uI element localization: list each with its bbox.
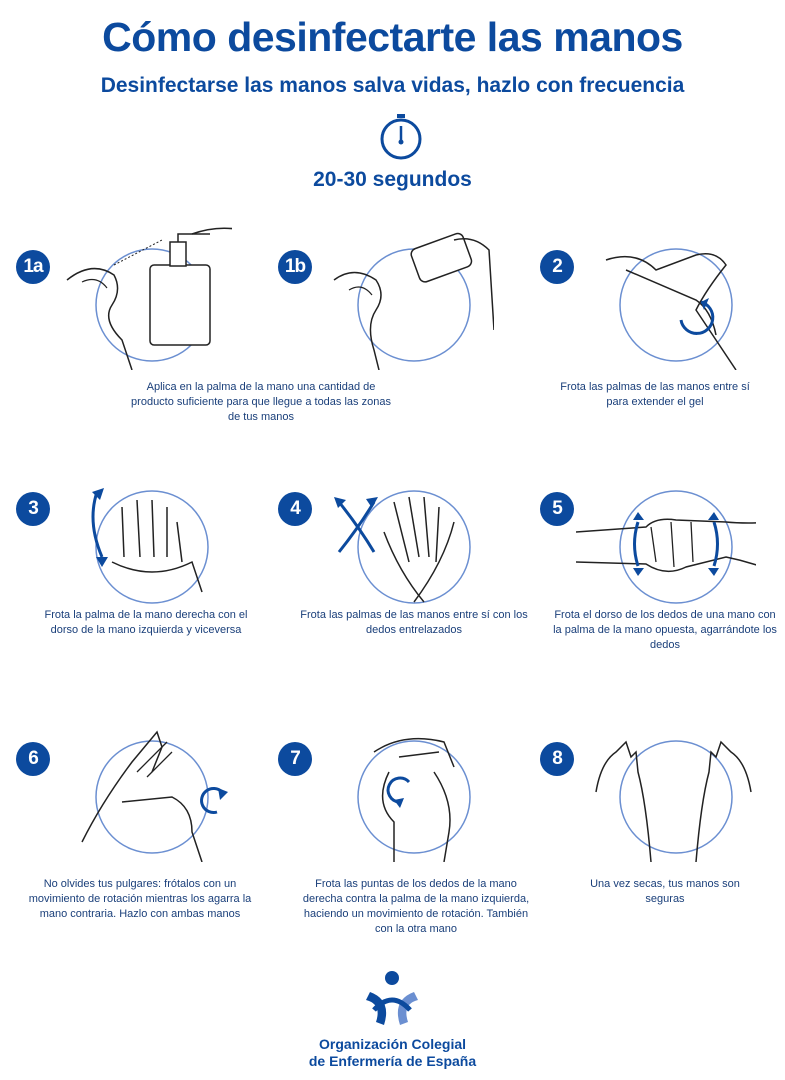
palms-rubbing-illustration [605,248,737,370]
stopwatch-icon [380,114,422,160]
step6-caption: No olvides tus pulgares: frótalos con un… [28,878,252,920]
hand-pump-dispenser-illustration [66,227,232,370]
thumb-rotation-illustration [81,730,228,862]
step-badge: 7 [278,742,312,776]
step-badge: 6 [16,742,50,776]
open-hands-illustration [595,740,752,862]
duration-label: 20-30 segundos [313,168,472,191]
interlocked-fingers-illustration [576,490,756,604]
step-1b: 1b [262,220,524,480]
nursing-organization-logo [366,971,418,1025]
organization-name: Organización Colegial de Enfermería de E… [0,1036,785,1070]
step2-caption: Frota las palmas de las manos entre sí p… [560,381,750,408]
step-badge: 3 [16,492,50,526]
step-7: 7 [262,712,524,972]
interlaced-fingers-illustration [334,490,471,604]
step-3: 3 [0,462,262,722]
step5-caption: Frota el dorso de los dedos de una mano … [553,609,777,651]
hand-pour-bottle-illustration [333,232,494,370]
step3-caption: Frota la palma de la mano derecha con el… [44,609,248,636]
step-badge: 2 [540,250,574,284]
step4-caption: Frota las palmas de las manos entre sí c… [300,609,528,636]
step8-caption: Una vez secas, tus manos son seguras [590,878,740,905]
fingertips-rotation-illustration [357,737,471,862]
organization-line1: Organización Colegial [318,1036,467,1052]
organization-line2: de Enfermería de España [308,1053,477,1069]
step-2: 2 [524,220,785,480]
step-badge: 5 [540,492,574,526]
step-5: 5 [524,462,785,722]
step-1a: 1a [0,220,262,480]
page-subtitle: Desinfectarse las manos salva vidas, haz… [100,74,685,97]
step-badge: 8 [540,742,574,776]
page-title: Cómo desinfectarte las manos [102,14,683,60]
step1-caption: Aplica en la palma de la mano una cantid… [131,381,391,423]
step-4: 4 [262,462,524,722]
step-8: 8 [524,712,785,972]
step-badge: 1b [278,250,312,284]
step-badge: 1a [16,250,50,284]
step-badge: 4 [278,492,312,526]
step7-caption: Frota las puntas de los dedos de la mano… [302,878,530,935]
step-6: 6 [0,712,262,972]
palm-over-back-illustration [91,488,209,604]
